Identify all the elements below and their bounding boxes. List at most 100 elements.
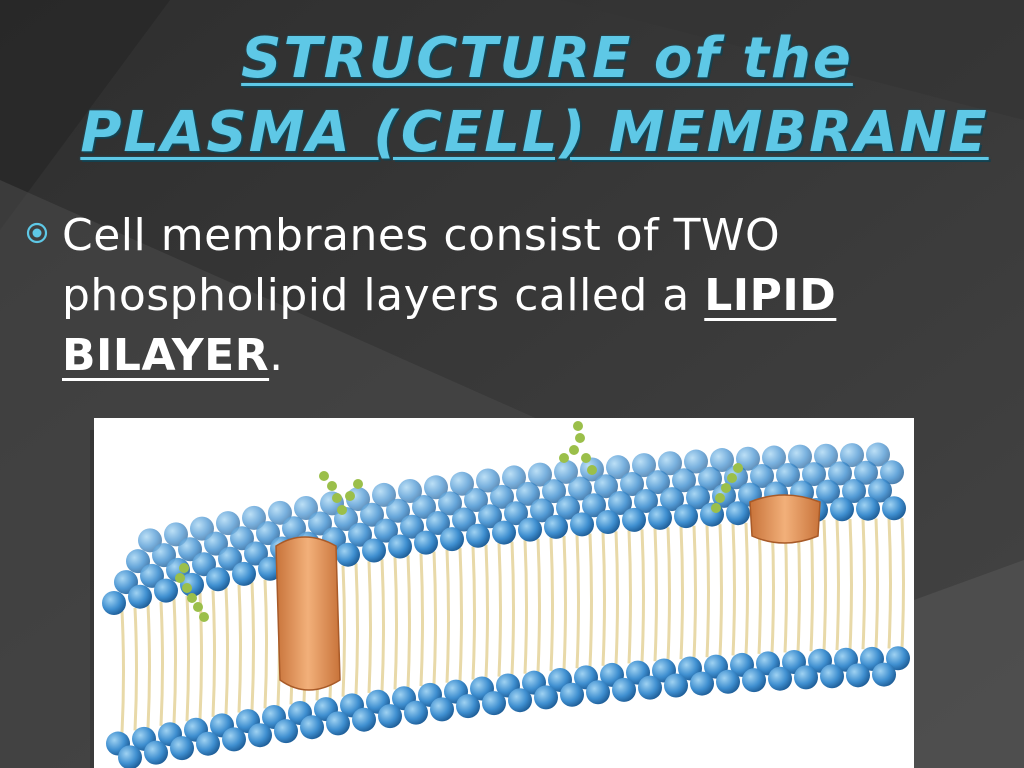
glycolipid-chain <box>175 563 209 622</box>
phospholipid-head <box>386 498 410 523</box>
fatty-acid-tail <box>900 518 905 649</box>
phospholipid-head <box>518 517 542 542</box>
phospholipid-head <box>482 691 506 716</box>
phospholipid-head <box>854 460 878 485</box>
phospholipid-head <box>170 736 194 761</box>
phospholipid-head <box>216 511 240 536</box>
phospholipid-head <box>632 453 656 478</box>
fatty-acid-tail <box>549 537 554 671</box>
fatty-acid-tail <box>263 579 268 709</box>
phospholipid-head <box>596 510 620 535</box>
lipid-bilayer-illustration <box>94 418 914 768</box>
phospholipid-head <box>118 745 142 768</box>
phospholipid-head <box>672 468 696 493</box>
phospholipid-head <box>430 697 454 722</box>
fatty-acid-tail <box>640 529 645 663</box>
phospholipid-head <box>256 521 280 546</box>
phospholipid-head <box>648 505 672 530</box>
channel-protein-left <box>275 536 341 691</box>
fatty-acid-tail <box>250 582 255 711</box>
bullet-text: Cell membranes consist of TWO phospholip… <box>62 206 906 386</box>
phospholipid-head <box>582 493 606 518</box>
phospholipid-head <box>660 487 684 512</box>
phospholipid-head <box>362 538 386 563</box>
phospholipid-head <box>686 485 710 510</box>
fatty-acid-tail <box>861 518 866 650</box>
phospholipid-head <box>464 487 488 512</box>
fatty-acid-tail <box>185 595 190 722</box>
phospholipid-head <box>300 715 324 740</box>
fatty-acid-tail <box>198 593 203 720</box>
phospholipid-head <box>372 482 396 507</box>
fatty-acid-tail <box>705 524 710 658</box>
fatty-acid-tail <box>354 563 359 695</box>
phospholipid-head <box>570 512 594 537</box>
fatty-acid-tail <box>562 536 567 670</box>
phospholipid-head <box>674 504 698 529</box>
title-line-1: STRUCTURE of the <box>241 26 853 91</box>
phospholipid-head <box>568 476 592 501</box>
fatty-acid-tail <box>601 532 606 666</box>
fatty-acid-tail <box>510 541 515 676</box>
phospholipid-head <box>868 478 892 503</box>
phospholipid-head <box>282 516 306 541</box>
phospholipid-head <box>294 496 318 521</box>
phospholipid-head <box>490 484 514 509</box>
phospholipid-head <box>742 668 766 693</box>
phospholipid-head <box>190 516 214 541</box>
fatty-acid-tail <box>679 526 684 660</box>
phospholipid-head <box>192 552 216 577</box>
phospholipid-head <box>222 727 246 752</box>
phospholipid-head <box>882 496 906 521</box>
fatty-acid-tail <box>367 561 372 694</box>
membrane-diagram <box>102 421 910 768</box>
phospholipid-head <box>244 541 268 566</box>
fatty-acid-tail <box>159 601 164 726</box>
phospholipid-head <box>336 542 360 567</box>
fatty-acid-tail <box>120 610 125 733</box>
phospholipid-head <box>450 471 474 496</box>
phospholipid-head <box>816 479 840 504</box>
fatty-acid-tail <box>666 527 671 661</box>
fatty-acid-tail <box>471 546 476 680</box>
phospholipid-head <box>750 464 774 489</box>
upper-phospholipid-heads <box>102 442 906 615</box>
phospholipid-head <box>828 461 852 486</box>
fatty-acid-tail <box>393 557 398 690</box>
fatty-acid-tail <box>887 518 892 649</box>
fatty-acid-tail <box>627 530 632 664</box>
phospholipid-head <box>352 707 376 732</box>
phospholipid-head <box>268 500 292 525</box>
phospholipid-head <box>478 504 502 529</box>
fatty-acid-tail <box>458 547 463 682</box>
fatty-acid-tail <box>809 520 814 652</box>
glycolipid-chains <box>175 421 743 622</box>
phospholipid-head <box>476 468 500 493</box>
fatty-acid-tail <box>874 518 879 649</box>
fatty-acid-tail <box>822 519 827 651</box>
phospholipid-head <box>664 673 688 698</box>
phospholipid-head <box>638 675 662 700</box>
phospholipid-head <box>144 740 168 765</box>
phospholipid-head <box>820 664 844 689</box>
phospholipid-head <box>560 682 584 707</box>
phospholipid-head <box>232 561 256 586</box>
fatty-acid-tail <box>419 553 424 687</box>
phospholipid-head <box>178 537 202 562</box>
lower-phospholipid-heads <box>106 646 910 768</box>
phospholipid-head <box>726 501 750 526</box>
fatty-acid-tail <box>380 559 385 692</box>
fatty-acid-tail <box>718 524 723 657</box>
phospholipid-head <box>814 443 838 468</box>
phospholipid-head <box>388 534 412 559</box>
fatty-acid-tail <box>757 522 762 654</box>
phospholipid-head <box>274 719 298 744</box>
phospholipid-head <box>326 711 350 736</box>
phospholipid-head <box>400 514 424 539</box>
phospholipid-head <box>412 494 436 519</box>
phospholipid-head <box>492 520 516 545</box>
glycolipid-chain <box>711 463 743 513</box>
phospholipid-head <box>508 688 532 713</box>
phospholipid-head <box>710 448 734 473</box>
phospholipid-head <box>736 446 760 471</box>
